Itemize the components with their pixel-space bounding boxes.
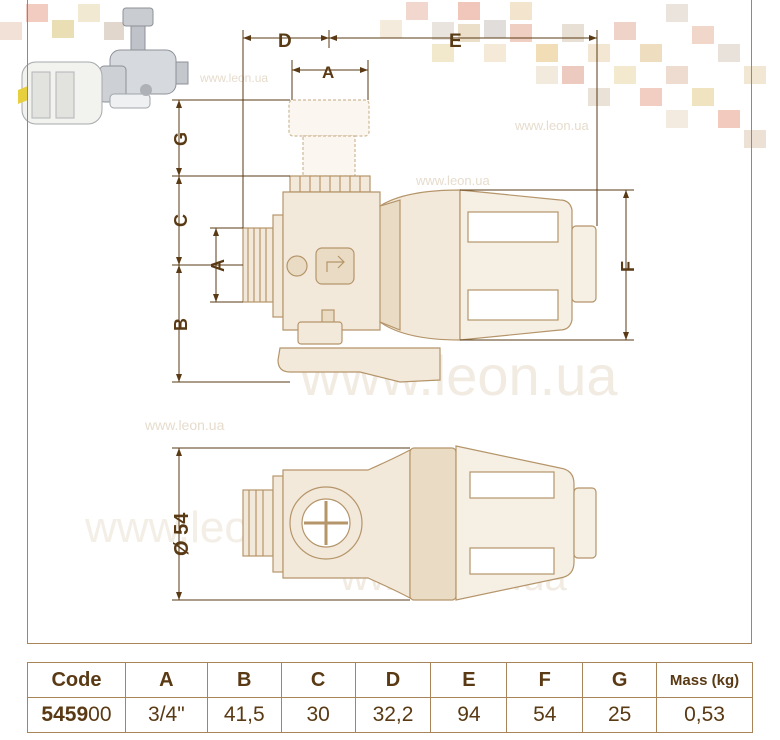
top-view xyxy=(242,445,597,601)
watermark-text: www.leon.ua xyxy=(144,417,225,433)
table-header-cell: Code xyxy=(27,662,126,698)
dimension-arrowheads xyxy=(176,35,629,600)
product-photo xyxy=(18,7,189,125)
table-cell: 30 xyxy=(280,697,356,733)
code-cell: 545900 xyxy=(27,697,126,733)
side-view xyxy=(242,99,597,383)
watermark-text: www.leon.ua xyxy=(415,173,490,188)
code-bold: 5459 xyxy=(41,703,89,726)
dimension-lines xyxy=(172,30,634,601)
dimension-label-b: B xyxy=(171,318,191,331)
dimension-label-f: F xyxy=(618,261,638,272)
table-cell: 0,53 xyxy=(656,697,753,733)
dimension-label-a-side: A xyxy=(208,259,228,272)
table-header-cell: G xyxy=(582,662,658,698)
dimension-label-d: D xyxy=(278,31,292,52)
table-header-cell: F xyxy=(506,662,584,698)
table-cell: 25 xyxy=(582,697,658,733)
table-cell: 94 xyxy=(430,697,508,733)
code-rest: 00 xyxy=(88,703,112,726)
dimension-label-e: E xyxy=(449,31,462,52)
dimension-label-a-top: A xyxy=(322,63,334,82)
specs-table: Code A B C D E F G Mass (kg) 545900 3/4"… xyxy=(27,662,753,733)
table-row: 545900 3/4" 41,5 30 32,2 94 54 25 0,53 xyxy=(27,697,753,733)
table-header-cell: B xyxy=(206,662,282,698)
table-cell: 41,5 xyxy=(206,697,282,733)
dimension-label-g: G xyxy=(171,132,191,146)
dimension-label-c: C xyxy=(171,214,191,227)
watermark-text: www.leon.ua xyxy=(199,71,268,85)
dimension-labels: D E A G C A B F Ø 54 xyxy=(171,31,638,556)
table-header-cell: A xyxy=(124,662,208,698)
table-cell: 32,2 xyxy=(354,697,432,733)
table-header-cell: Mass (kg) xyxy=(656,662,753,698)
table-header-cell: E xyxy=(430,662,508,698)
watermark-text: www.leon.ua xyxy=(514,118,589,133)
dimension-label-diameter: Ø 54 xyxy=(171,512,193,556)
table-header-cell: D xyxy=(354,662,432,698)
table-header-row: Code A B C D E F G Mass (kg) xyxy=(27,662,753,698)
table-cell: 3/4" xyxy=(124,697,208,733)
technical-drawing: www.leon.ua www.leon.ua www.leon.ua www.… xyxy=(0,2,766,601)
table-cell: 54 xyxy=(506,697,584,733)
table-header-cell: C xyxy=(280,662,356,698)
